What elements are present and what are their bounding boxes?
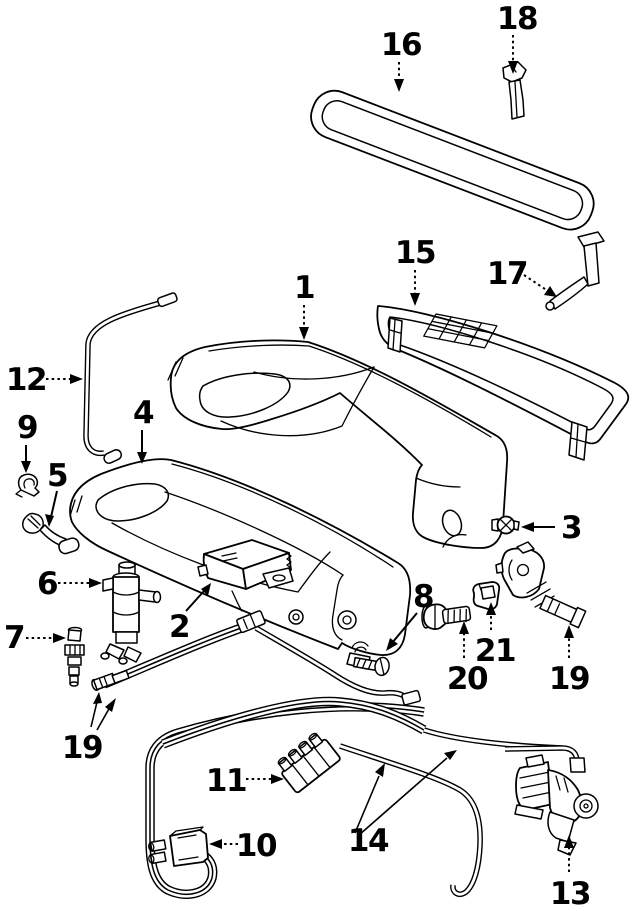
callout-6-label: 6	[37, 566, 57, 602]
callout-19-left-label: 19	[62, 730, 102, 766]
callout-12: 12	[6, 362, 83, 398]
callout-13-label: 13	[550, 876, 590, 911]
net-grid	[423, 313, 498, 349]
callout-1-label: 1	[294, 270, 314, 306]
part-19-right-cylinder-drawing	[495, 541, 587, 629]
callout-16: 16	[381, 27, 423, 92]
callout-16-label: 16	[381, 27, 421, 63]
callout-21-label: 21	[475, 633, 515, 669]
callout-11: 11	[206, 763, 284, 799]
part-1-roll-bar-drawing	[167, 339, 509, 549]
part-11-valve-block-drawing	[277, 732, 341, 794]
part-8-screw-drawing	[352, 656, 390, 677]
part-6-cylinder-drawing	[100, 561, 162, 665]
callout-10-label: 10	[236, 828, 277, 864]
callout-7-label: 7	[4, 620, 24, 656]
callout-6: 6	[37, 566, 102, 602]
callout-20: 20	[447, 621, 489, 697]
part-17-bracket-drawing	[545, 231, 605, 311]
callout-19-right-label: 19	[549, 661, 589, 697]
callout-4: 4	[133, 395, 155, 464]
frame-hinge-right	[568, 421, 588, 461]
callout-11-label: 11	[206, 763, 246, 799]
callout-8-label: 8	[413, 579, 433, 615]
hose-bundle-lower	[161, 696, 563, 751]
callout-2: 2	[169, 583, 211, 645]
part-12-cable-drawing	[83, 292, 178, 464]
part-7-fitting-drawing	[64, 626, 85, 687]
callout-8: 8	[386, 579, 435, 651]
callout-1: 1	[294, 270, 316, 340]
callout-9-label: 9	[17, 410, 37, 446]
callout-15: 15	[395, 235, 437, 306]
frame-hinge-left	[387, 317, 403, 353]
callout-14-label: 14	[348, 823, 389, 859]
hose-junction-connector	[236, 610, 266, 634]
callout-17-label: 17	[487, 256, 527, 292]
callout-19-right: 19	[549, 625, 591, 697]
part-5-strap-drawing	[22, 512, 80, 555]
callout-3: 3	[521, 510, 583, 546]
callout-13: 13	[550, 835, 592, 911]
part-2-module-drawing	[197, 539, 294, 612]
part-13-pump-drawing	[504, 745, 599, 856]
part-18-strap-drawing	[502, 61, 527, 120]
callout-18-label: 18	[497, 1, 537, 37]
callout-19-left: 19	[62, 692, 116, 766]
callout-9: 9	[17, 410, 39, 473]
part-3-grommet-drawing	[491, 515, 520, 535]
callout-20-label: 20	[447, 661, 488, 697]
callout-4-label: 4	[133, 395, 154, 431]
part-21-clip-drawing	[472, 581, 501, 611]
hose-single-mid	[254, 625, 422, 706]
callout-17: 17	[487, 256, 557, 297]
callout-5: 5	[45, 458, 69, 527]
part-9-clip-drawing	[15, 473, 40, 498]
callout-18: 18	[497, 1, 539, 74]
part-16-seal-drawing	[310, 89, 595, 231]
part-10-connector-drawing	[148, 826, 209, 867]
callout-21: 21	[475, 602, 517, 669]
part-19-left-fittings-drawing	[91, 669, 130, 691]
callout-5-label: 5	[47, 458, 67, 494]
part-15-frame-drawing	[376, 305, 630, 461]
callout-10: 10	[209, 828, 278, 864]
hose-single-lower	[339, 743, 483, 897]
callout-2-label: 2	[169, 609, 189, 645]
callout-3-label: 3	[561, 510, 581, 546]
callout-7: 7	[4, 620, 66, 656]
callout-14: 14	[348, 750, 457, 859]
callout-15-label: 15	[395, 235, 435, 271]
callout-12-label: 12	[6, 362, 46, 398]
part-20-bolt-drawing	[421, 603, 472, 630]
